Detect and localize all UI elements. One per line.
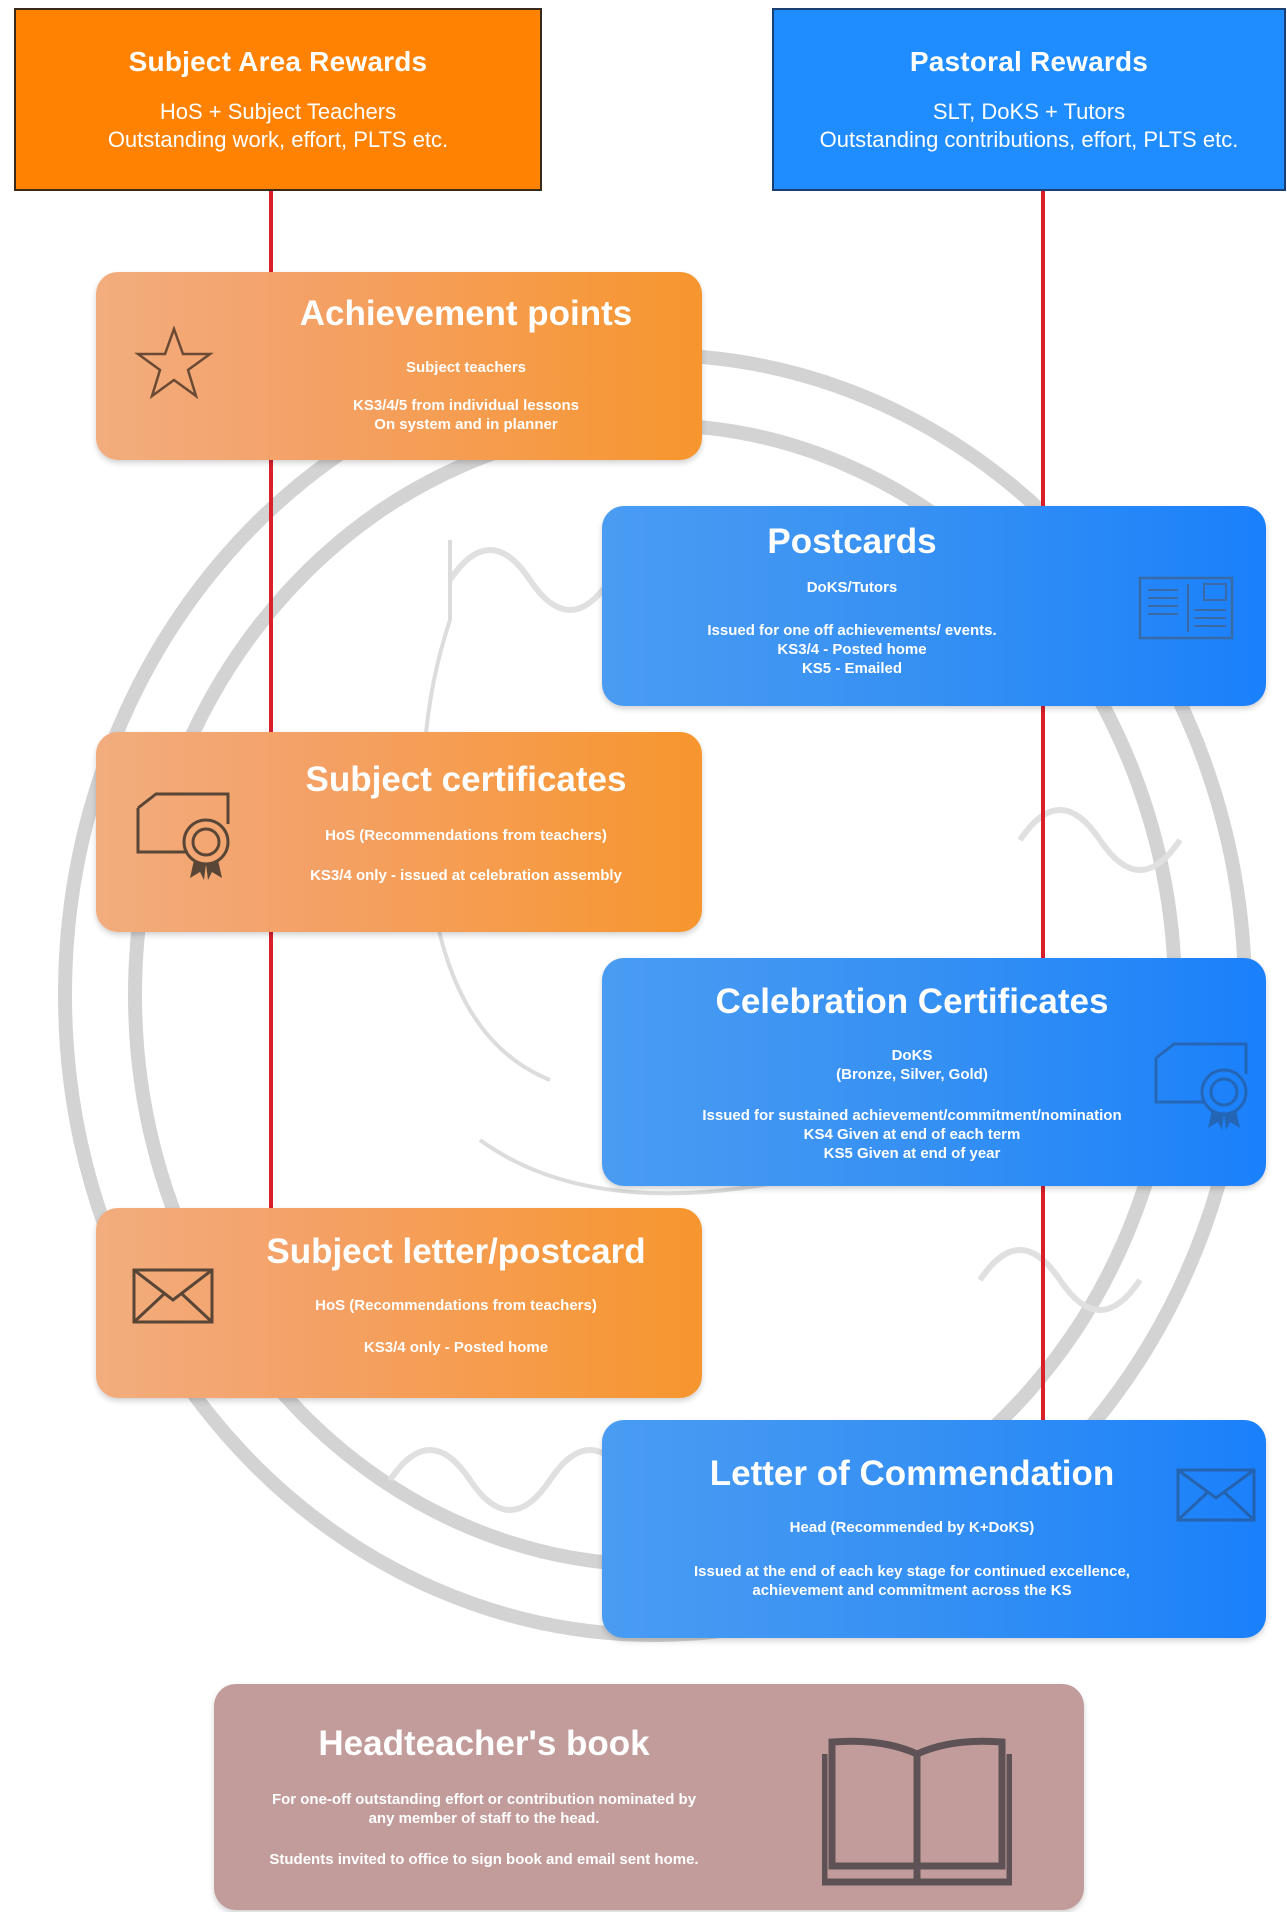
headteacher-book-title: Headteacher's book <box>318 1724 650 1763</box>
subject-certificates-who: HoS (Recommendations from teachers) <box>325 827 607 844</box>
subject-connector-line <box>269 190 273 1210</box>
achievement-points-line2: On system and in planner <box>374 416 558 433</box>
postcards-line1: Issued for one off achievements/ events. <box>707 622 997 639</box>
commendation-title: Letter of Commendation <box>709 1454 1115 1493</box>
subject-certificates-title: Subject certificates <box>305 760 627 799</box>
headteacher-book-card: Headteacher's book For one-off outstandi… <box>214 1684 1084 1910</box>
subject-header-title: Subject Area Rewards <box>128 46 428 77</box>
celebration-certificates-who2: (Bronze, Silver, Gold) <box>836 1066 988 1083</box>
postcards-who: DoKS/Tutors <box>806 579 898 596</box>
headteacher-book-line2: any member of staff to the head. <box>368 1810 600 1827</box>
pastoral-connector-line <box>1041 190 1045 1430</box>
subject-letter-line1: KS3/4 only - Posted home <box>363 1339 549 1356</box>
postcards-line3: KS5 - Emailed <box>801 660 903 677</box>
postcards-card: Postcards DoKS/Tutors Issued for one off… <box>602 506 1266 706</box>
headteacher-book-line3: Students invited to office to sign book … <box>269 1851 699 1868</box>
pastoral-header-line1: SLT, DoKS + Tutors <box>932 99 1126 124</box>
envelope-icon <box>1176 1468 1256 1522</box>
celebration-certificates-line2: KS4 Given at end of each term <box>803 1126 1021 1143</box>
celebration-certificates-line3: KS5 Given at end of year <box>823 1145 1001 1162</box>
pastoral-header-line2: Outstanding contributions, effort, PLTS … <box>819 127 1239 152</box>
celebration-certificates-card: Celebration Certificates DoKS (Bronze, S… <box>602 958 1266 1186</box>
commendation-who: Head (Recommended by K+DoKS) <box>789 1519 1035 1536</box>
certificate-icon <box>1154 1042 1248 1130</box>
achievement-points-line1: KS3/4/5 from individual lessons <box>353 397 579 414</box>
postcards-title: Postcards <box>767 522 937 561</box>
achievement-points-title: Achievement points <box>299 294 633 333</box>
headteacher-book-line1: For one-off outstanding effort or contri… <box>271 1791 697 1808</box>
celebration-certificates-title: Celebration Certificates <box>715 982 1109 1021</box>
open-book-icon <box>822 1737 1012 1886</box>
pastoral-header-title: Pastoral Rewards <box>909 46 1149 77</box>
commendation-line2: achievement and commitment across the KS <box>752 1582 1072 1599</box>
achievement-points-card: Achievement points Subject teachers KS3/… <box>96 272 702 460</box>
pastoral-rewards-header: Pastoral Rewards SLT, DoKS + Tutors Outs… <box>772 8 1286 191</box>
achievement-points-who: Subject teachers <box>405 359 527 376</box>
celebration-certificates-line1: Issued for sustained achievement/commitm… <box>702 1107 1122 1124</box>
subject-area-rewards-header: Subject Area Rewards HoS + Subject Teach… <box>14 8 542 191</box>
subject-certificates-line1: KS3/4 only - issued at celebration assem… <box>310 867 622 884</box>
celebration-certificates-who: DoKS <box>891 1047 933 1064</box>
star-icon <box>134 325 214 400</box>
subject-letter-title: Subject letter/postcard <box>266 1232 646 1271</box>
commendation-line1: Issued at the end of each key stage for … <box>694 1563 1130 1580</box>
postcard-icon <box>1138 576 1234 640</box>
subject-header-line1: HoS + Subject Teachers <box>159 99 397 124</box>
postcards-line2: KS3/4 - Posted home <box>777 641 927 658</box>
subject-letter-who: HoS (Recommendations from teachers) <box>315 1297 597 1314</box>
subject-letter-card: Subject letter/postcard HoS (Recommendat… <box>96 1208 702 1398</box>
commendation-card: Letter of Commendation Head (Recommended… <box>602 1420 1266 1638</box>
subject-header-line2: Outstanding work, effort, PLTS etc. <box>107 127 449 152</box>
certificate-icon <box>136 792 230 880</box>
envelope-icon <box>132 1268 214 1324</box>
subject-certificates-card: Subject certificates HoS (Recommendation… <box>96 732 702 932</box>
